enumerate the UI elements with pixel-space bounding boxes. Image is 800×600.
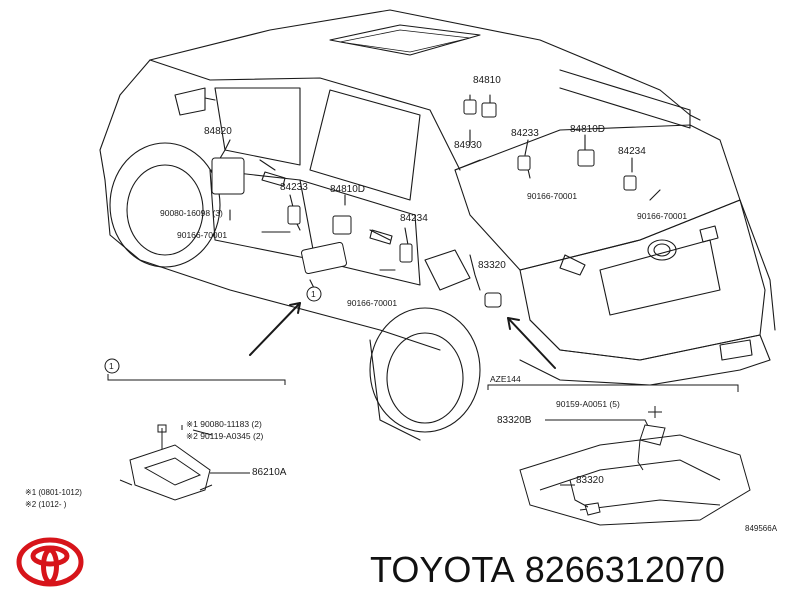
callout-1-box: 1 [109, 361, 114, 371]
figure-code: 849566A [745, 524, 778, 533]
pointer-arrow-left [249, 302, 301, 356]
label-90166-front: 90166-70001 [177, 230, 228, 240]
note-1: ※1 (0801-1012) [25, 488, 82, 497]
floor-pan [519, 434, 751, 526]
bracket-84930 [463, 99, 477, 115]
label-84233-side: 84233 [280, 182, 308, 193]
label-84233-rear: 84233 [511, 128, 539, 139]
sensor-83320-inset [584, 502, 601, 516]
rear-emblem [647, 239, 677, 261]
label-90166-rear-left: 90166-70001 [527, 191, 578, 201]
sensor-84234-rear [623, 175, 637, 191]
rear-bumper [519, 319, 771, 386]
front-wheel-arch [109, 142, 221, 268]
sensor-83320-car [484, 292, 502, 308]
sensor-84810d-side [332, 215, 352, 235]
label-84930: 84930 [454, 140, 482, 151]
label-90159-a0051: 90159-A0051 (5) [556, 399, 620, 409]
inset-aze144-bracket [487, 384, 739, 392]
label-83320-top: 83320 [478, 260, 506, 271]
rear-window [309, 89, 421, 201]
sensor-84233-side [287, 205, 301, 225]
label-90119-a0345: ※2 90119-A0345 (2) [186, 431, 264, 441]
toyota-logo-icon [16, 537, 84, 587]
label-90080-11183: ※1 90080-11183 (2) [186, 419, 262, 429]
inset-1-bubble [104, 358, 120, 374]
rear-hatch-glass [454, 124, 741, 271]
label-aze144: AZE144 [490, 374, 521, 384]
note-2: ※2 (1012- ) [25, 500, 67, 509]
label-90166-rear-right: 90166-70001 [637, 211, 688, 221]
tailgate [519, 199, 766, 361]
label-84810-top: 84810 [473, 75, 501, 86]
module-86210a-car [301, 241, 347, 275]
label-83320-box: 83320 [576, 475, 604, 486]
sensor-84810d-rear [577, 149, 595, 167]
label-84810d-side: 84810D [330, 184, 366, 195]
label-84810d-rear: 84810D [570, 124, 606, 135]
label-86210a: 86210A [252, 467, 287, 478]
bracket-83320b [639, 424, 666, 446]
fuel-flap [424, 249, 471, 291]
brand-part-number: TOYOTA 8266312070 [370, 548, 725, 592]
label-84234-side: 84234 [400, 213, 428, 224]
front-pillar [149, 59, 461, 171]
label-90080-16098: 90080-16098 (3) [160, 208, 223, 218]
sensor-84233-rear [517, 155, 531, 171]
front-window [214, 87, 301, 166]
rear-plate-area [599, 239, 721, 316]
label-90166-bottom: 90166-70001 [347, 298, 398, 308]
inset-1-bracket [107, 374, 286, 385]
label-83320b: 83320B [497, 415, 532, 426]
callout-1-main: 1 [311, 289, 316, 299]
callout-bubble [306, 286, 322, 302]
label-84234-rear: 84234 [618, 146, 646, 157]
sensor-84234-side [399, 243, 413, 263]
rear-wheel-arch [369, 307, 481, 433]
brand-name: TOYOTA [370, 549, 515, 590]
label-84820: 84820 [204, 126, 232, 137]
sunroof [329, 24, 481, 56]
sensor-84810 [481, 102, 497, 118]
spoiler [559, 69, 691, 129]
sill [139, 259, 441, 351]
sensor-84820 [211, 157, 245, 195]
roof-outline [149, 9, 701, 121]
mirror [174, 87, 206, 116]
part-number: 8266312070 [524, 549, 725, 590]
module-86210a-inset [129, 444, 211, 501]
pointer-arrow-right [507, 317, 556, 369]
